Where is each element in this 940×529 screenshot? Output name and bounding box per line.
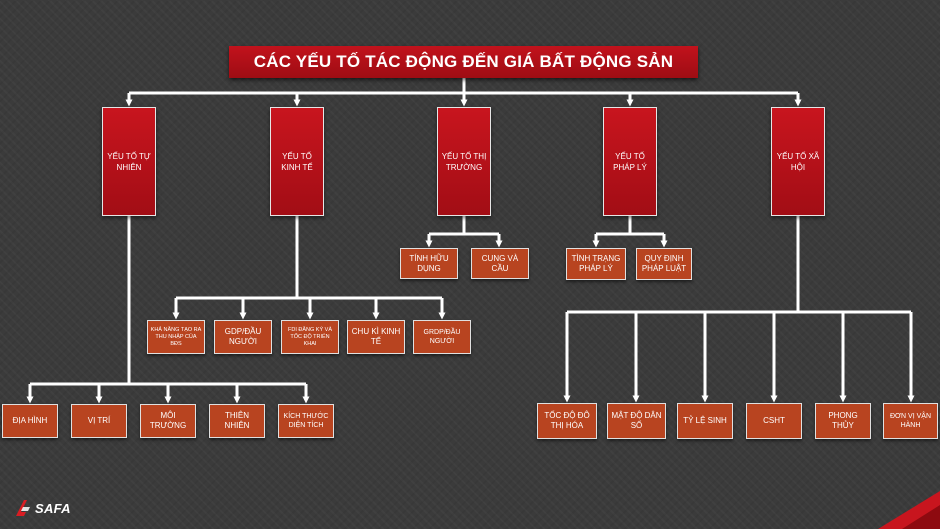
category-natural: YẾU TỐ TỰ NHIÊN [102, 107, 156, 216]
item-nature: THIÊN NHIÊN [209, 404, 265, 438]
item-legal-regulation: QUY ĐỊNH PHÁP LUẬT [636, 248, 692, 280]
category-market: YẾU TỐ THỊ TRƯỜNG [437, 107, 491, 216]
diagram-title: CÁC YẾU TỐ TÁC ĐỘNG ĐẾN GIÁ BẤT ĐỘNG SẢN [229, 46, 698, 78]
logo-text: SAFA [35, 500, 71, 516]
corner-decoration [878, 491, 940, 529]
item-feng-shui: PHONG THỦY [815, 403, 871, 439]
item-infrastructure: CSHT [746, 403, 802, 439]
item-supply-demand: CUNG VÀ CẦU [471, 248, 529, 279]
item-fdi: FDI ĐĂNG KÝ VÀ TỐC ĐỘ TRIỂN KHAI [281, 320, 339, 354]
item-terrain: ĐỊA HÌNH [2, 404, 58, 438]
safa-logo-icon [16, 500, 30, 516]
item-usefulness: TÍNH HỮU DỤNG [400, 248, 458, 279]
category-social: YẾU TỐ XÃ HỘI [771, 107, 825, 216]
item-location: VỊ TRÍ [71, 404, 127, 438]
item-economic-cycle: CHU KÌ KINH TẾ [347, 320, 405, 354]
category-legal: YẾU TỐ PHÁP LÝ [603, 107, 657, 216]
item-gdp-per-capita: GDP/ĐẦU NGƯỜI [214, 320, 272, 354]
item-operator: ĐƠN VỊ VẬN HÀNH [883, 403, 938, 439]
item-grdp-per-capita: GRDP/ĐẦU NGƯỜI [413, 320, 471, 354]
safa-logo: SAFA [14, 497, 71, 519]
item-environment: MÔI TRƯỜNG [140, 404, 196, 438]
item-land-size: KÍCH THƯỚC DIỆN TÍCH [278, 404, 334, 438]
item-legal-status: TÌNH TRẠNG PHÁP LÝ [566, 248, 626, 280]
item-urbanization: TỐC ĐỘ ĐÔ THỊ HÓA [537, 403, 597, 439]
item-population-density: MẬT ĐỘ DÂN SỐ [607, 403, 666, 439]
item-income-capacity: KHẢ NĂNG TẠO RA THU NHẬP CỦA BĐS [147, 320, 205, 354]
item-birth-rate: TỶ LỆ SINH [677, 403, 733, 439]
category-economic: YẾU TỐ KINH TẾ [270, 107, 324, 216]
